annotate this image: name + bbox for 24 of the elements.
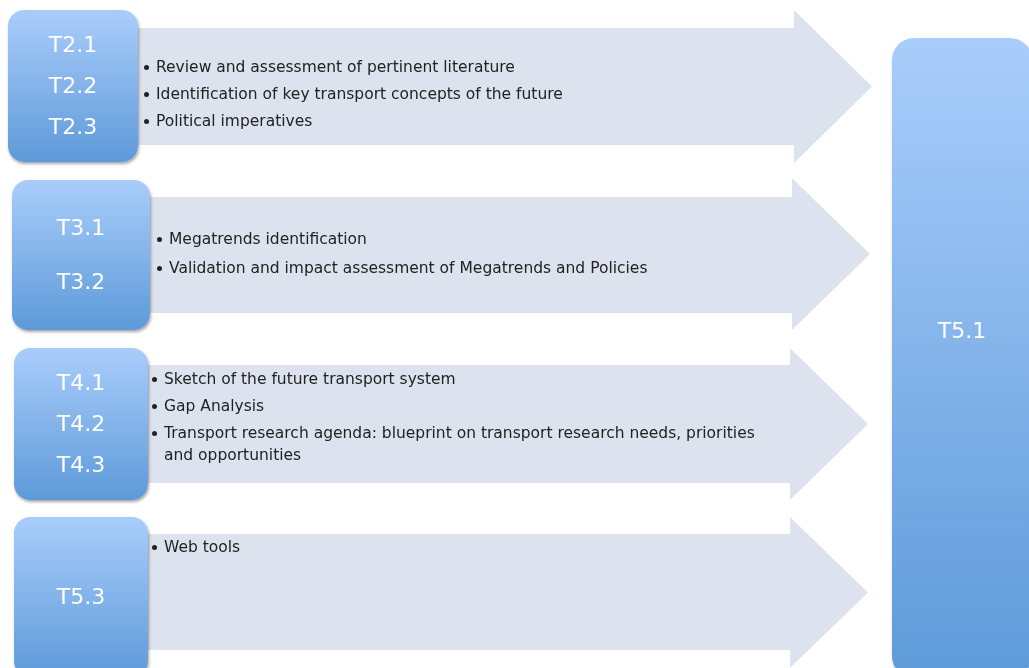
task-box — [8, 10, 138, 162]
task-label: T4.1 — [56, 370, 106, 396]
task-label: T5.1 — [937, 318, 987, 344]
task-label: T5.3 — [56, 584, 106, 610]
task-label: T2.3 — [48, 114, 98, 140]
task-box — [14, 348, 148, 500]
task-label: T3.2 — [56, 269, 106, 295]
task-label: T2.2 — [48, 73, 98, 99]
bullet-text: Megatrends identification — [169, 230, 367, 248]
task-box — [14, 517, 148, 668]
task-label: T3.1 — [56, 215, 106, 241]
bullet-text: Validation and impact assessment of Megatrends and Policies — [169, 259, 648, 277]
bullet-text: Transport research agenda: blueprint on transport research needs, priorities and opportunities — [164, 424, 755, 464]
task-label: T4.3 — [56, 452, 106, 478]
bullet-text: Gap Analysis — [164, 397, 265, 415]
task-label: T4.2 — [56, 411, 106, 437]
task-box — [12, 180, 150, 330]
bullet-text: Identification of key transport concepts of the future — [156, 85, 563, 103]
task-label: T2.1 — [48, 32, 98, 58]
bullet-text: Web tools — [164, 538, 241, 556]
bullet-text: Sketch of the future transport system — [164, 370, 456, 388]
bullet-text: Review and assessment of pertinent literature — [156, 58, 515, 76]
bullet-text: Political imperatives — [156, 112, 313, 130]
task-box — [892, 38, 1029, 668]
